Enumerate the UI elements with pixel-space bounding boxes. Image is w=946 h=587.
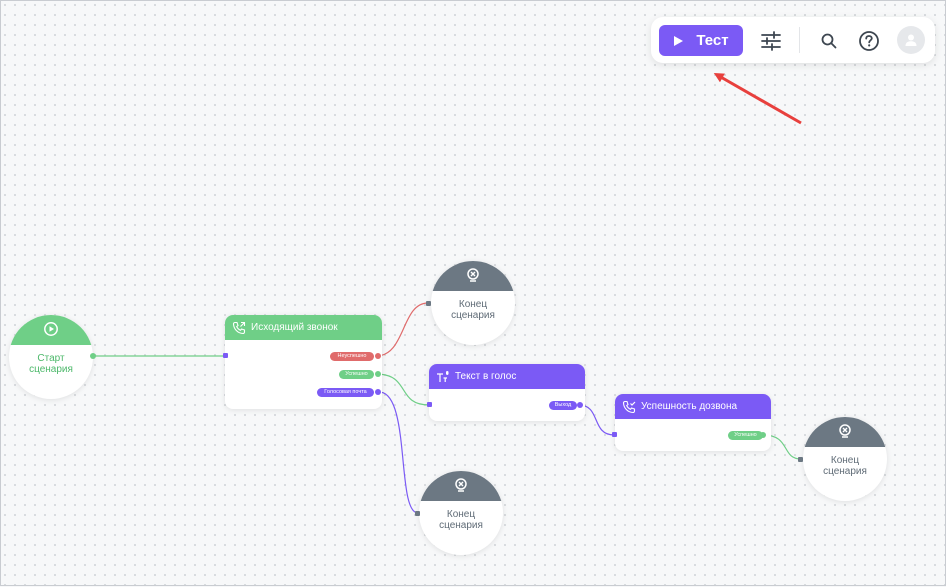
search-icon[interactable]	[816, 28, 842, 54]
outgoing-call-node[interactable]: Исходящий звонок Неуспешно Успешно Голос…	[225, 315, 382, 409]
start-node-label-line2: сценария	[29, 364, 73, 375]
tts-in-port[interactable]	[427, 402, 432, 407]
end-node-right-label: Конец сценария	[803, 455, 887, 477]
text-to-speech-node[interactable]: Текст в голос Выход	[429, 364, 585, 421]
test-button[interactable]: Тест	[659, 25, 743, 56]
output-voicemail-port[interactable]	[375, 389, 381, 395]
text-to-speech-icon	[437, 371, 449, 382]
output-success-badge: Успешно	[339, 370, 374, 379]
play-icon	[674, 35, 684, 46]
end-node-bottom-label-line1: Конец	[446, 509, 476, 520]
output-fail-badge: Неуспешно	[330, 352, 374, 361]
outgoing-call-header: Исходящий звонок	[225, 315, 382, 340]
call-success-in-port[interactable]	[612, 432, 617, 437]
outgoing-call-icon	[232, 321, 246, 335]
end-node-top-label-line2: сценария	[451, 310, 495, 321]
call-success-icon	[622, 400, 636, 414]
start-node-label-line1: Старт	[37, 353, 65, 364]
top-toolbar: Тест	[651, 17, 935, 63]
end-node-top-cap	[431, 261, 515, 291]
end-node-bottom-in-port[interactable]	[415, 511, 420, 516]
call-success-header: Успешность дозвона	[615, 394, 771, 419]
end-node-top[interactable]: Конец сценария	[431, 261, 515, 345]
settings-sliders-icon[interactable]	[758, 28, 784, 54]
end-scenario-icon	[467, 268, 479, 282]
call-success-output-badge: Успешно	[728, 431, 763, 440]
edge-voicemail-to-end-bottom	[378, 391, 419, 514]
end-node-bottom-label: Конец сценария	[419, 509, 503, 531]
end-node-right-cap	[803, 417, 887, 447]
start-node-out-port[interactable]	[90, 353, 96, 359]
end-node-top-in-port[interactable]	[426, 301, 431, 306]
help-icon[interactable]	[856, 28, 882, 54]
edge-success-to-tts	[375, 373, 430, 406]
outgoing-call-title: Исходящий звонок	[251, 322, 338, 333]
start-node-label: Старт сценария	[9, 353, 93, 375]
output-success-port[interactable]	[375, 371, 381, 377]
call-success-output-port[interactable]	[760, 432, 766, 438]
annotation-arrow	[713, 73, 802, 125]
output-fail-port[interactable]	[375, 353, 381, 359]
tts-output-port[interactable]	[577, 402, 583, 408]
outgoing-call-in-port[interactable]	[223, 353, 228, 358]
test-button-label: Тест	[696, 32, 729, 49]
text-to-speech-title: Текст в голос	[455, 371, 517, 382]
end-node-top-label-line1: Конец	[458, 299, 488, 310]
end-node-top-label: Конец сценария	[431, 299, 515, 321]
end-node-right-in-port[interactable]	[798, 457, 803, 462]
avatar-icon[interactable]	[897, 26, 925, 54]
edge-fail-to-end-top	[375, 302, 429, 357]
output-voicemail-badge: Голосовая почта	[317, 388, 374, 397]
end-scenario-icon	[455, 478, 467, 492]
end-node-right[interactable]: Конец сценария	[803, 417, 887, 501]
end-node-bottom[interactable]: Конец сценария	[419, 471, 503, 555]
end-node-bottom-cap	[419, 471, 503, 501]
end-node-bottom-label-line2: сценария	[439, 520, 483, 531]
call-success-title: Успешность дозвона	[641, 401, 738, 412]
end-scenario-icon	[839, 424, 851, 438]
end-node-right-label-line1: Конец	[830, 455, 860, 466]
start-scenario-icon	[44, 322, 58, 336]
end-node-right-label-line2: сценария	[823, 466, 867, 477]
start-node[interactable]: Старт сценария	[9, 315, 93, 399]
tts-output-badge: Выход	[549, 401, 577, 410]
text-to-speech-header: Текст в голос	[429, 364, 585, 389]
call-success-node[interactable]: Успешность дозвона Успешно	[615, 394, 771, 451]
toolbar-divider	[799, 27, 800, 53]
